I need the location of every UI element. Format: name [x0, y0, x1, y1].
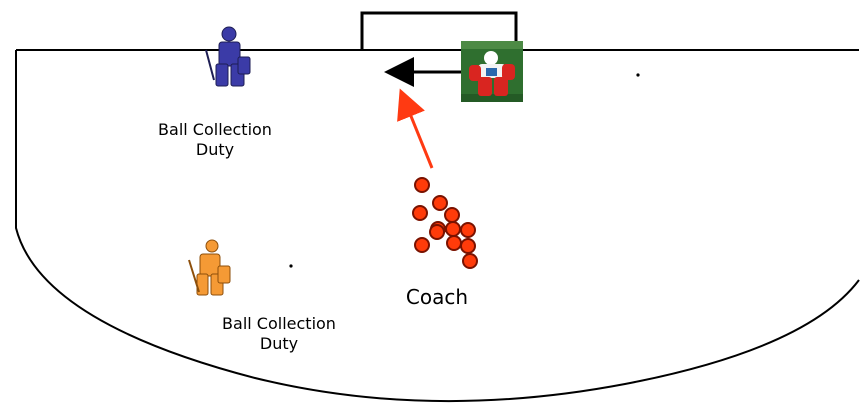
hockey-ball-icon [414, 177, 430, 193]
marker-dot [289, 264, 293, 268]
ball-collection-line: Duty [195, 140, 235, 159]
coach-text: Coach [405, 285, 469, 309]
hockey-ball-icon [445, 221, 461, 237]
hockey-ball-icon [414, 237, 430, 253]
ball-collection-line: Duty [259, 334, 299, 353]
goalkeeper-photo-icon [461, 41, 523, 102]
shooting-circle [15, 50, 860, 403]
hockey-ball-icon [412, 205, 428, 221]
ball-collection-label-top: Ball Collection Duty [140, 120, 290, 160]
hockey-ball-icon [460, 222, 476, 238]
shot-arrow [397, 88, 434, 169]
hockey-ball-icon [444, 207, 460, 223]
goal-cage [360, 11, 518, 50]
coach-label: Coach [392, 285, 482, 310]
goalkeeper-figure-icon [188, 239, 231, 296]
hockey-ball-icon [460, 238, 476, 254]
ball-collection-label-bottom: Ball Collection Duty [204, 314, 354, 354]
goalkeeper-figure-icon [205, 26, 251, 87]
ball-collection-line: Ball Collection [222, 314, 336, 333]
hockey-ball-icon [462, 253, 478, 269]
hockey-ball-icon [432, 195, 448, 211]
hockey-ball-icon [429, 224, 445, 240]
hockey-ball-icon [446, 235, 462, 251]
hockey-balls-icon [412, 177, 478, 269]
marker-dot [636, 73, 640, 77]
ball-collection-line: Ball Collection [158, 120, 272, 139]
